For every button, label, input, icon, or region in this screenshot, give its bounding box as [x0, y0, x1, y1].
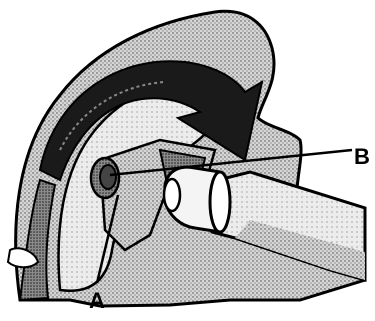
callout-a-label: A — [89, 288, 105, 313]
hose-fitting-end — [164, 179, 180, 211]
callout-b-label: B — [354, 144, 370, 169]
hose-fitting-ring — [210, 172, 230, 232]
bolt-face — [100, 165, 116, 189]
